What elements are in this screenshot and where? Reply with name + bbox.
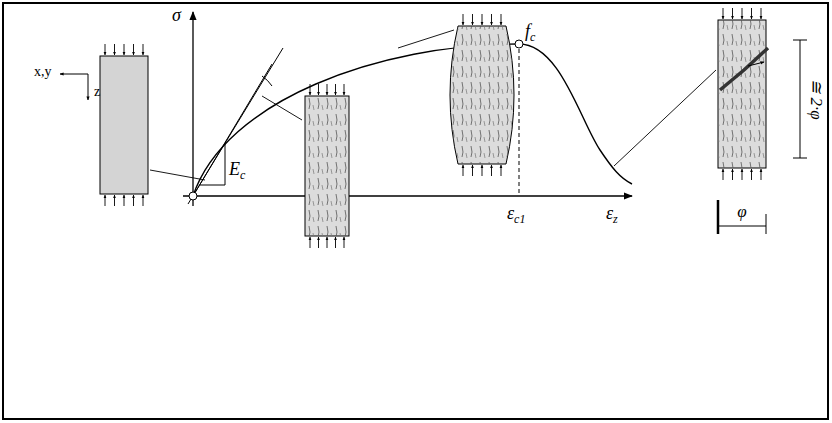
- peak-strain-label: εc1: [507, 204, 525, 224]
- dimension-label: ≅ 2·φ: [806, 79, 825, 119]
- load-arrow: [124, 44, 125, 55]
- load-arrow: [318, 84, 319, 95]
- load-arrow: [310, 84, 311, 95]
- leader-line: [614, 70, 716, 166]
- tangent-line: [188, 48, 283, 204]
- load-arrow: [133, 44, 134, 55]
- load-arrow: [344, 84, 345, 95]
- load-arrow: [114, 44, 115, 55]
- symbol-base: ε: [606, 203, 613, 223]
- load-arrow: [335, 237, 336, 248]
- load-arrow: [761, 8, 762, 19]
- load-arrow: [327, 237, 328, 248]
- load-arrow: [742, 8, 743, 19]
- load-arrow: [482, 14, 483, 25]
- specimen-intact: [100, 56, 148, 194]
- load-arrow: [751, 169, 752, 180]
- slope-triangle: [200, 144, 225, 185]
- load-arrow: [463, 165, 464, 176]
- x-arrow: [60, 74, 88, 75]
- frame: [3, 3, 828, 419]
- height-dimension: [800, 40, 801, 158]
- load-arrow: [732, 8, 733, 19]
- load-arrow: [751, 8, 752, 19]
- load-arrow: [327, 84, 328, 95]
- specimen-microcracks: [305, 96, 349, 236]
- modulus-label: Ec: [229, 160, 245, 180]
- load-arrow: [472, 14, 473, 25]
- axis-label: z: [94, 84, 100, 99]
- load-arrow: [501, 165, 502, 176]
- load-arrow: [143, 44, 144, 55]
- load-arrow: [344, 237, 345, 248]
- stress-symbol: σ: [172, 6, 181, 26]
- secant-line: [193, 64, 272, 196]
- load-arrow: [761, 169, 762, 180]
- dimension-label: φ: [737, 203, 746, 222]
- symbol-base: E: [229, 159, 240, 179]
- axis-label: εz: [606, 204, 618, 224]
- load-arrow: [124, 195, 125, 206]
- load-arrow: [472, 165, 473, 176]
- symbol-base: f: [525, 21, 530, 41]
- stress-axis: [192, 12, 193, 206]
- symbol-subscript: c: [530, 30, 535, 44]
- strain-axis: [183, 195, 632, 196]
- load-arrow: [335, 84, 336, 95]
- load-arrow: [105, 195, 106, 206]
- z-arrow: [88, 74, 89, 100]
- strength-label: fc: [525, 22, 535, 42]
- load-arrow: [501, 14, 502, 25]
- leader-line: [398, 30, 454, 48]
- symbol-subscript: c1: [514, 212, 525, 226]
- stress-strain-curve: [193, 44, 632, 196]
- leader-line: [150, 170, 205, 180]
- load-arrow: [723, 169, 724, 180]
- load-arrow: [491, 165, 492, 176]
- symbol-base: ε: [507, 203, 514, 223]
- peak-point: [515, 40, 523, 48]
- specimen-shear-crack: [718, 20, 766, 168]
- load-arrow: [133, 195, 134, 206]
- shear-crack: [720, 48, 768, 90]
- load-arrow: [105, 44, 106, 55]
- load-arrow: [482, 165, 483, 176]
- symbol-subscript: c: [240, 168, 245, 182]
- angle-arc: [262, 76, 272, 86]
- load-arrow: [491, 14, 492, 25]
- leader-line: [262, 96, 302, 120]
- axis-label: x,y: [34, 64, 52, 79]
- load-arrow: [742, 169, 743, 180]
- specimen-bulging: [450, 26, 514, 164]
- load-arrow: [732, 169, 733, 180]
- peak-dashed-line: [519, 49, 520, 196]
- crack-slip-arrow: [748, 62, 764, 66]
- origin-point: [189, 192, 197, 200]
- load-arrow: [318, 237, 319, 248]
- load-arrow: [723, 8, 724, 19]
- load-arrow: [310, 237, 311, 248]
- load-arrow: [143, 195, 144, 206]
- load-arrow: [114, 195, 115, 206]
- load-arrow: [463, 14, 464, 25]
- symbol-subscript: z: [613, 212, 618, 226]
- width-dimension: [717, 200, 720, 234]
